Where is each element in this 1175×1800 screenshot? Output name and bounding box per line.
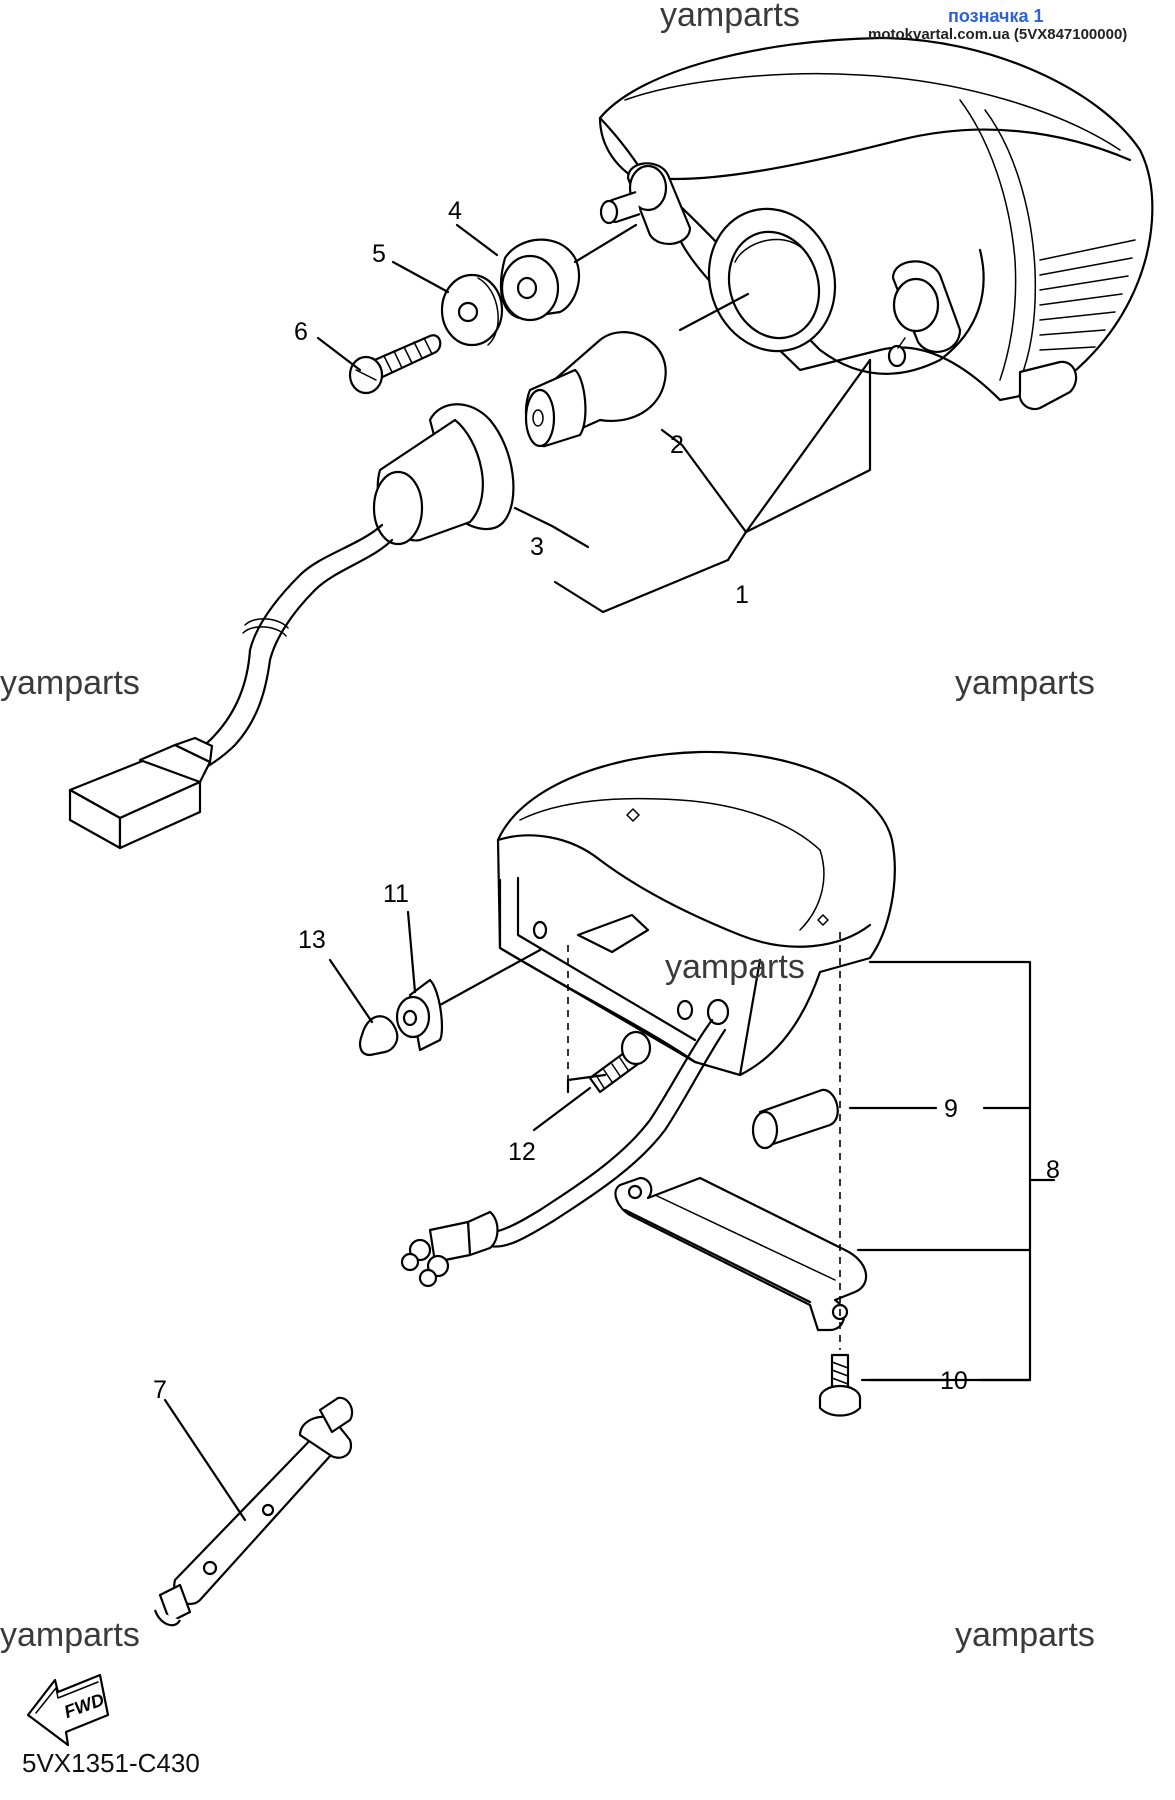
leader-lines-middle [328, 910, 1056, 1382]
washer-part-5 [440, 273, 504, 347]
callout-3: 3 [530, 533, 544, 561]
callout-11: 11 [383, 880, 409, 908]
screw-part-12 [588, 1030, 652, 1094]
part-code: 5VX1351-C430 [22, 1748, 200, 1778]
screw-part-10 [818, 1353, 862, 1417]
screw-part-6 [348, 334, 442, 395]
alignment-dashes [567, 932, 841, 1350]
license-light-housing [496, 750, 896, 1077]
callout-4: 4 [448, 197, 462, 225]
leader-lines-top [316, 223, 872, 614]
callout-8: 8 [1046, 1156, 1060, 1184]
watermark: yamparts [955, 664, 1095, 702]
callout-5: 5 [372, 240, 386, 268]
nut-plate-part-11 [395, 978, 444, 1052]
license-light-wire [400, 1018, 727, 1288]
watermark: yamparts [0, 1616, 140, 1654]
callout-10: 10 [940, 1367, 968, 1395]
bulb-part-2 [524, 331, 667, 448]
callout-2: 2 [670, 431, 684, 459]
callout-9: 9 [944, 1095, 958, 1123]
grommet-part-4 [500, 238, 580, 322]
callout-13: 13 [298, 926, 326, 954]
bulb-part-9 [751, 1088, 839, 1150]
callout-numbers: 1 2 3 4 5 6 7 8 9 10 11 12 13 [153, 197, 1060, 1404]
socket-and-harness-part-3 [68, 403, 515, 850]
watermark: yamparts [0, 664, 140, 702]
taillight-housing [598, 36, 1154, 411]
callout-7: 7 [153, 1376, 167, 1404]
source-note: motokvartal.com.ua (5VX847100000) [868, 26, 1128, 43]
lens-cover-part-8 [614, 1176, 868, 1332]
callout-6: 6 [294, 318, 308, 346]
callout-12: 12 [508, 1138, 536, 1166]
watermark: yamparts [660, 0, 800, 34]
bracket-part-7 [153, 1396, 354, 1627]
fwd-arrow-icon: FWD [26, 1673, 110, 1747]
watermark: yamparts [955, 1616, 1095, 1654]
watermark: yamparts [665, 948, 805, 986]
callout-1: 1 [735, 581, 749, 609]
cap-nut-part-13 [359, 1015, 399, 1057]
label-badge: позначка 1 [948, 6, 1044, 26]
